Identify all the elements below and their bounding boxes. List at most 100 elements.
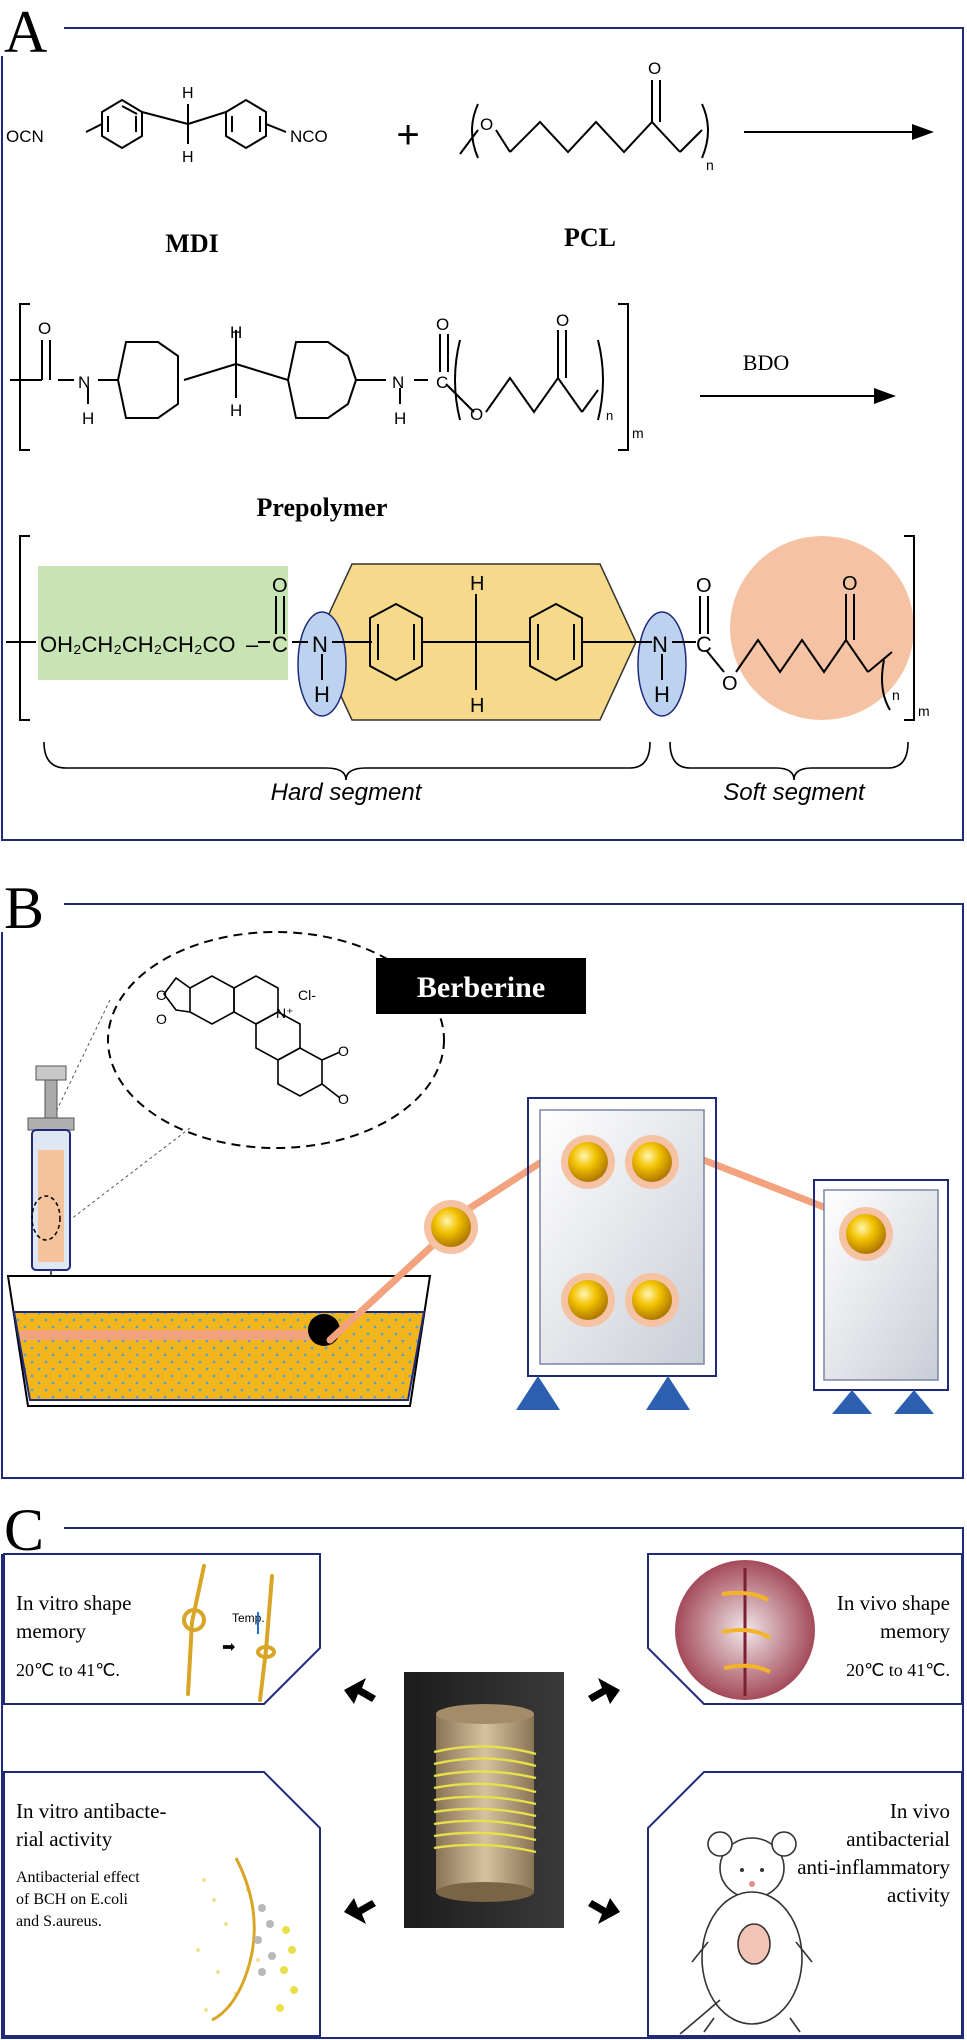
in-vivo-shape-line-2: memory xyxy=(880,1619,950,1643)
berberine-structure xyxy=(163,975,341,1099)
prepolymer-h-1: H xyxy=(82,409,94,428)
chain-text: OH₂CH₂CH₂CH₂CO xyxy=(40,632,236,657)
panel-b: B O O N⁺ Cl- O O Berberine xyxy=(0,872,964,1479)
box-in-vivo-antibacterial: In vivo antibacterial anti-inflammatory … xyxy=(647,1771,963,2037)
in-vivo-antibac-line-2: antibacterial xyxy=(846,1827,950,1851)
in-vivo-antibac-line-4: activity xyxy=(887,1883,950,1907)
pcl-carbonyl-o: O xyxy=(648,59,661,78)
ester-o-2: O xyxy=(722,673,738,695)
prepolymer-ch2-h-top: H xyxy=(230,323,242,342)
prepolymer-o-2: O xyxy=(436,315,449,334)
urethane-h-1: H xyxy=(314,682,330,707)
grey-colonies xyxy=(254,1904,276,1976)
urethane-o-2: O xyxy=(696,575,712,597)
rat-illustration xyxy=(679,1831,813,2035)
in-vitro-shape-line-1: In vitro shape xyxy=(16,1591,131,1615)
methylene-h-top: H xyxy=(470,573,484,595)
syringe xyxy=(27,1065,75,1300)
drawing-roller-1 xyxy=(424,1200,478,1254)
prepolymer-c: C xyxy=(436,373,448,392)
antibac-note-line-3: and S.aureus. xyxy=(16,1913,102,1930)
bacteria-dots xyxy=(196,1878,260,2012)
in-vitro-temp-range: 20℃ to 41℃. xyxy=(16,1660,120,1680)
arrow-to-in-vivo-antibac xyxy=(588,1898,620,1924)
reaction-arrow-1 xyxy=(744,124,934,140)
temp-arrow-label: Temp. xyxy=(232,1611,265,1625)
antibac-note-line-1: Antibacterial effect xyxy=(16,1869,140,1886)
prepolymer-ch2-h-bottom: H xyxy=(230,401,242,420)
drawing-frame-1-rollers xyxy=(561,1135,679,1327)
berberine-o-2: O xyxy=(156,1011,167,1027)
plus-sign: + xyxy=(396,113,419,157)
hard-segment-chain-box xyxy=(38,566,288,680)
bdo-label: BDO xyxy=(743,350,789,375)
coagulation-bath xyxy=(6,1275,432,1407)
small-arrow-icon: ➡ xyxy=(222,1639,235,1656)
mdi-h-bottom: H xyxy=(182,149,194,166)
box-in-vivo-shape: In vivo shape memory 20℃ to 41℃. xyxy=(647,1553,963,1705)
prepolymer-n-2: N xyxy=(392,373,404,392)
berberine-n-plus: N⁺ xyxy=(276,1005,294,1021)
berberine-o-3: O xyxy=(338,1043,349,1059)
box-in-vitro-shape: In vitro shape memory 20℃ to 41℃. Temp. … xyxy=(3,1553,321,1705)
prepolymer-structure xyxy=(10,303,629,451)
urethane-n-1: N xyxy=(312,632,328,657)
panel-a: A OCN NCO H H MDI + xyxy=(0,0,964,841)
drawing-frame-1 xyxy=(516,1097,717,1410)
soft-segment-circle xyxy=(730,536,914,720)
final-sub-m: m xyxy=(918,703,930,719)
mdi-label: MDI xyxy=(165,229,218,258)
panel-a-frame xyxy=(1,27,964,841)
antibac-note-line-2: of BCH on E.coli xyxy=(16,1891,129,1908)
center-photo xyxy=(404,1672,564,1928)
prepolymer-sub-n: n xyxy=(606,408,613,423)
urethane-n-2: N xyxy=(652,632,668,657)
prepolymer-label: Prepolymer xyxy=(257,493,388,522)
polyurethane-structure: OH₂CH₂CH₂CH₂CO – C O N H H H N H C O O O… xyxy=(6,535,930,721)
methylene-h-bottom: H xyxy=(470,695,484,717)
arrow-to-in-vivo-shape xyxy=(588,1678,620,1704)
in-vivo-antibac-line-3: anti-inflammatory xyxy=(797,1855,950,1879)
pcl-structure xyxy=(459,80,709,159)
carbonyl-o-2: O xyxy=(842,573,858,595)
arrow-to-in-vitro-shape xyxy=(344,1678,376,1704)
panel-a-letter: A xyxy=(4,0,47,65)
berberine-badge xyxy=(376,958,586,1014)
pcl-sub-n: n xyxy=(706,157,714,173)
in-vivo-temp-range: 20℃ to 41℃. xyxy=(846,1660,950,1680)
chloride-label: Cl- xyxy=(298,987,316,1003)
urethane-h-2: H xyxy=(654,682,670,707)
in-vitro-shape-line-2: memory xyxy=(16,1619,86,1643)
prepolymer-sub-m: m xyxy=(632,425,644,441)
in-vitro-antibac-line-2: rial activity xyxy=(16,1827,113,1851)
box-in-vitro-antibacterial: In vitro antibacte- rial activity Antiba… xyxy=(3,1771,321,2037)
prepolymer-h-2: H xyxy=(394,409,406,428)
yellow-colonies xyxy=(276,1926,298,2012)
prepolymer-o-3: O xyxy=(556,311,569,330)
berberine-o-1: O xyxy=(156,987,167,1003)
berberine-o-4: O xyxy=(338,1091,349,1107)
mdi-h-top: H xyxy=(182,85,194,102)
hard-segment-label: Hard segment xyxy=(271,779,423,806)
soft-segment-label: Soft segment xyxy=(723,779,866,806)
panel-b-frame xyxy=(1,903,964,1479)
panel-c: C In vitro shape memory 20℃ to 41℃. Temp… xyxy=(0,1494,964,2039)
in-vivo-shape-line-1: In vivo shape xyxy=(837,1591,950,1615)
drawing-frame-2 xyxy=(813,1179,949,1414)
chain-o-dash: – xyxy=(246,632,259,657)
prepolymer-n-1: N xyxy=(78,373,90,392)
prepolymer-o-1: O xyxy=(38,319,51,338)
urethane-o-1: O xyxy=(272,575,288,597)
reaction-arrow-2 xyxy=(700,388,896,404)
in-vivo-antibac-line-1: In vivo xyxy=(890,1799,950,1823)
berberine-label: Berberine xyxy=(417,971,545,1004)
panel-c-letter: C xyxy=(4,1497,44,1563)
urethane-c-1: C xyxy=(272,632,288,657)
urethane-c-2: C xyxy=(696,632,712,657)
final-sub-n: n xyxy=(892,687,900,703)
arrow-to-in-vitro-antibac xyxy=(344,1898,376,1924)
mdi-structure xyxy=(85,98,287,150)
pcl-o: O xyxy=(480,115,493,134)
ocn-label: OCN xyxy=(6,127,44,146)
